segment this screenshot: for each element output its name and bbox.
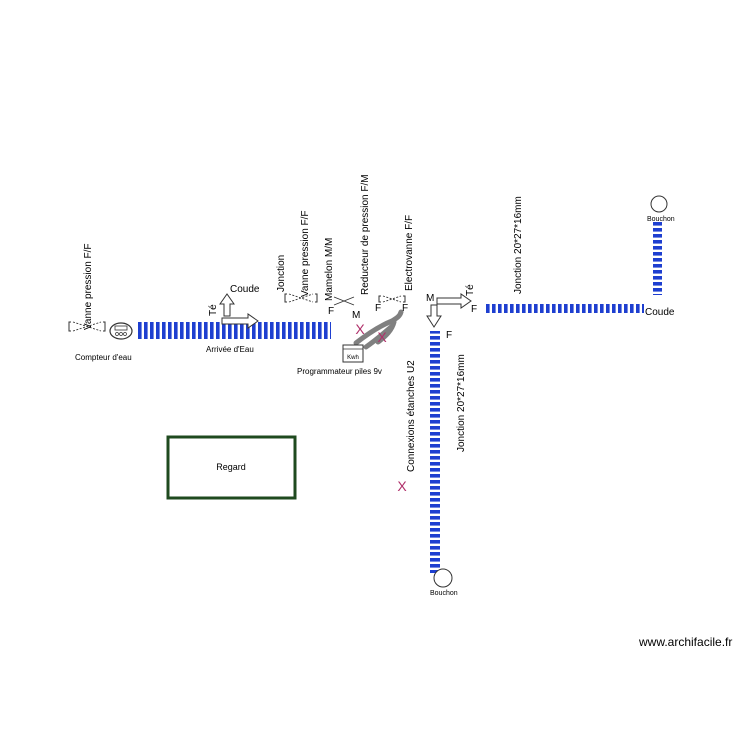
electrovanne-icon bbox=[378, 295, 406, 303]
regard-label: Regard bbox=[216, 462, 246, 472]
vanne-1-icon bbox=[68, 321, 106, 332]
bouchon-1-icon bbox=[650, 195, 668, 213]
vanne-ff-2-label: Vanne pression F/F bbox=[300, 210, 311, 297]
te-1-icon bbox=[219, 293, 259, 329]
pipe-vertical-main bbox=[430, 331, 440, 573]
port-m-mamelon: M bbox=[352, 310, 360, 321]
tuyau-programmateur bbox=[353, 309, 404, 350]
te-2-icon bbox=[426, 293, 472, 328]
regard-box bbox=[166, 435, 297, 500]
port-f-mamelon: F bbox=[328, 306, 334, 317]
vanne-ff-1-label: Vanne pression F/F bbox=[83, 243, 94, 330]
te-2-label: Té bbox=[465, 284, 476, 296]
port-f-electro-left: F bbox=[375, 303, 381, 314]
error-mark-3: X bbox=[397, 478, 407, 494]
pipe-vertical-right bbox=[653, 221, 662, 295]
electrovanne-label: Electrovanne F/F bbox=[404, 215, 415, 291]
mamelon-label: Mamelon M/M bbox=[324, 238, 335, 301]
pipe-arrivee bbox=[136, 322, 331, 339]
compteur-label: Compteur d'eau bbox=[75, 353, 132, 362]
coude-2-label: Coude bbox=[645, 307, 675, 318]
bouchon-2-label: Bouchon bbox=[430, 590, 458, 597]
port-f-te-right: F bbox=[471, 304, 477, 315]
pipe-horizontal-top bbox=[486, 304, 644, 313]
port-m-te: M bbox=[426, 293, 434, 304]
programmateur-box: Kwh bbox=[342, 344, 364, 363]
reducteur-label: Reducteur de pression F/M bbox=[360, 174, 371, 295]
error-mark-2: X bbox=[377, 329, 387, 345]
coude-1-label: Coude bbox=[230, 284, 260, 295]
watermark: www.archifacile.fr bbox=[638, 635, 732, 649]
bouchon-2-icon bbox=[433, 568, 453, 588]
compteur-icon bbox=[109, 322, 133, 340]
programmateur-label: Programmateur piles 9v bbox=[297, 367, 382, 376]
vanne-2-icon bbox=[284, 293, 318, 303]
bouchon-1-label: Bouchon bbox=[647, 216, 675, 223]
jonction-1-label: Jonction bbox=[276, 255, 287, 292]
port-f-vertical: F bbox=[446, 330, 452, 341]
jonction-3-label: Jonction 20*27*16mm bbox=[513, 196, 524, 294]
te-1-label: Té bbox=[208, 304, 219, 316]
error-mark-1: X bbox=[355, 321, 365, 337]
mamelon-icon bbox=[333, 296, 355, 306]
port-f-electro-right: F bbox=[402, 303, 408, 314]
jonction-2-label: Jonction 20*27*16mm bbox=[456, 354, 467, 452]
kwh-label: Kwh bbox=[347, 355, 359, 361]
arrivee-label: Arrivée d'Eau bbox=[206, 345, 254, 354]
connexions-label: Connexions étanches U2 bbox=[406, 360, 417, 472]
